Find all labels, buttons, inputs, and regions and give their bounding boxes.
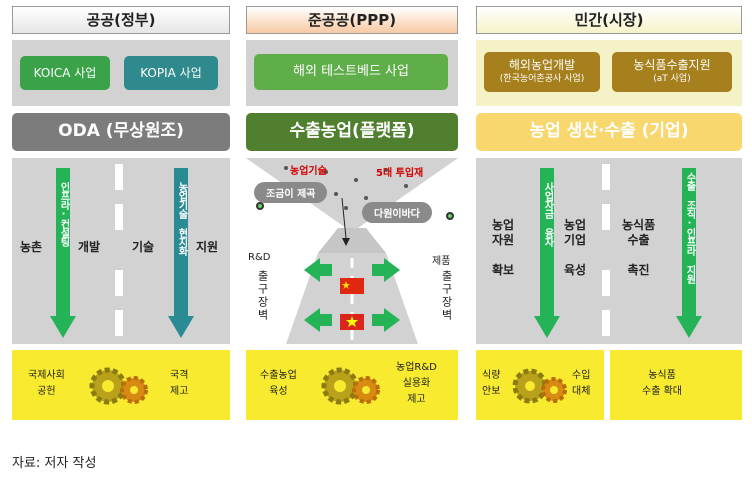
- panel-public: KOICA 사업 KOPIA 사업: [12, 40, 230, 106]
- food-export-label: 농식품수출지원: [633, 58, 711, 72]
- label-dev: 개발: [78, 240, 101, 254]
- down-arrow-teal: [168, 168, 194, 338]
- rd-label: R&D: [248, 252, 271, 263]
- outcome-export-expand: 농식품 수출 확대: [642, 370, 682, 397]
- testbed-button: 해외 테스트베드 사업: [254, 54, 448, 90]
- down-arrow-green: [50, 168, 76, 338]
- overseas-dev-sublabel: (한국농어촌공사 사업): [499, 74, 585, 84]
- outcome-rd-practical: 농업R&D 실용화 제고: [396, 362, 437, 405]
- food-export-sublabel: (aT 사업): [653, 74, 691, 84]
- gears-icon-private: [512, 368, 567, 404]
- gears-icon-ppp: [321, 367, 380, 405]
- header-ppp: 준공공(PPP): [246, 6, 458, 34]
- down-arrow-green-infra: [676, 168, 702, 338]
- arrow-text-export-support: 수출 조직·인프라 지원: [684, 172, 695, 283]
- source-note: 자료: 저자 작성: [12, 456, 97, 471]
- label-rural: 농촌: [20, 240, 43, 254]
- down-arrow-green-funding: [534, 168, 560, 338]
- outcome-export-agri: 수출농업 육성: [260, 370, 297, 397]
- panel-ppp: 해외 테스트베드 사업: [246, 40, 458, 106]
- overseas-dev-label: 해외농업개발: [508, 58, 576, 72]
- funnel-label-tech: 농업기술: [290, 166, 327, 177]
- tag-left: 조금이 제곡: [254, 182, 328, 203]
- funnel-road-graphic: [246, 158, 458, 344]
- bar-private: 농업 생산·수출 (기업): [476, 113, 742, 151]
- road-private: 사업자금 융자 수출 조직·인프라 지원 농업 자원 확보 농업 기업 육성 농…: [476, 158, 742, 344]
- bar-oda: ODA (무상원조): [12, 113, 230, 151]
- label-export-promo: 농식품 수출 촉진: [622, 218, 656, 277]
- label-tech: 기술: [132, 240, 155, 254]
- koica-button: KOICA 사업: [20, 56, 110, 90]
- gears-icon: [89, 367, 148, 405]
- bottom-public: 국제사회 공헌 국격 제고: [12, 350, 230, 420]
- road-public: 인프라·컨설팅 농업기술 현지화 농촌 개발 기술 지원: [12, 158, 230, 344]
- kopia-button: KOPIA 사업: [124, 56, 218, 90]
- outcome-import-sub: 수입 대체: [572, 370, 591, 397]
- bar-export-agri: 수출농업(플랫폼): [246, 113, 458, 151]
- bottom-private: 식량 안보 수입 대체 농식품 수출 확대: [476, 350, 742, 420]
- road-ppp: 농업기술 5대 투입재 조금이 제곡 다원이바다 R&D 출구장벽 제품 출구장…: [246, 158, 458, 344]
- product-exit-barrier: 출구장벽: [440, 270, 453, 322]
- arrow-text-localize: 농업기술 현지화: [176, 182, 187, 255]
- outcome-prestige: 국격 제고: [170, 370, 189, 397]
- outcome-contribution: 국제사회 공헌: [28, 370, 65, 397]
- private-divider: [604, 350, 610, 420]
- label-enterprise: 농업 기업 육성: [564, 218, 587, 277]
- arrow-text-infra: 인프라·컨설팅: [58, 182, 69, 246]
- label-support: 지원: [196, 240, 219, 254]
- bottom-ppp: 수출농업 육성 농업R&D 실용화 제고: [246, 350, 458, 420]
- overseas-dev-button: 해외농업개발 (한국농어촌공사 사업): [484, 52, 600, 92]
- header-public: 공공(정부): [12, 6, 230, 34]
- funnel-label-inputs: 5대 투입재: [376, 168, 424, 179]
- panel-private: 해외농업개발 (한국농어촌공사 사업) 농식품수출지원 (aT 사업): [476, 40, 742, 106]
- rd-exit-barrier: 출구장벽: [256, 270, 269, 322]
- outcome-food-security: 식량 안보: [482, 370, 501, 397]
- header-private: 민간(시장): [476, 6, 742, 34]
- label-resources: 농업 자원 확보: [492, 218, 515, 277]
- tag-right: 다원이바다: [362, 202, 432, 223]
- product-label: 제품: [432, 256, 451, 267]
- food-export-button: 농식품수출지원 (aT 사업): [612, 52, 732, 92]
- arrow-text-funding: 사업자금 융자: [542, 182, 553, 246]
